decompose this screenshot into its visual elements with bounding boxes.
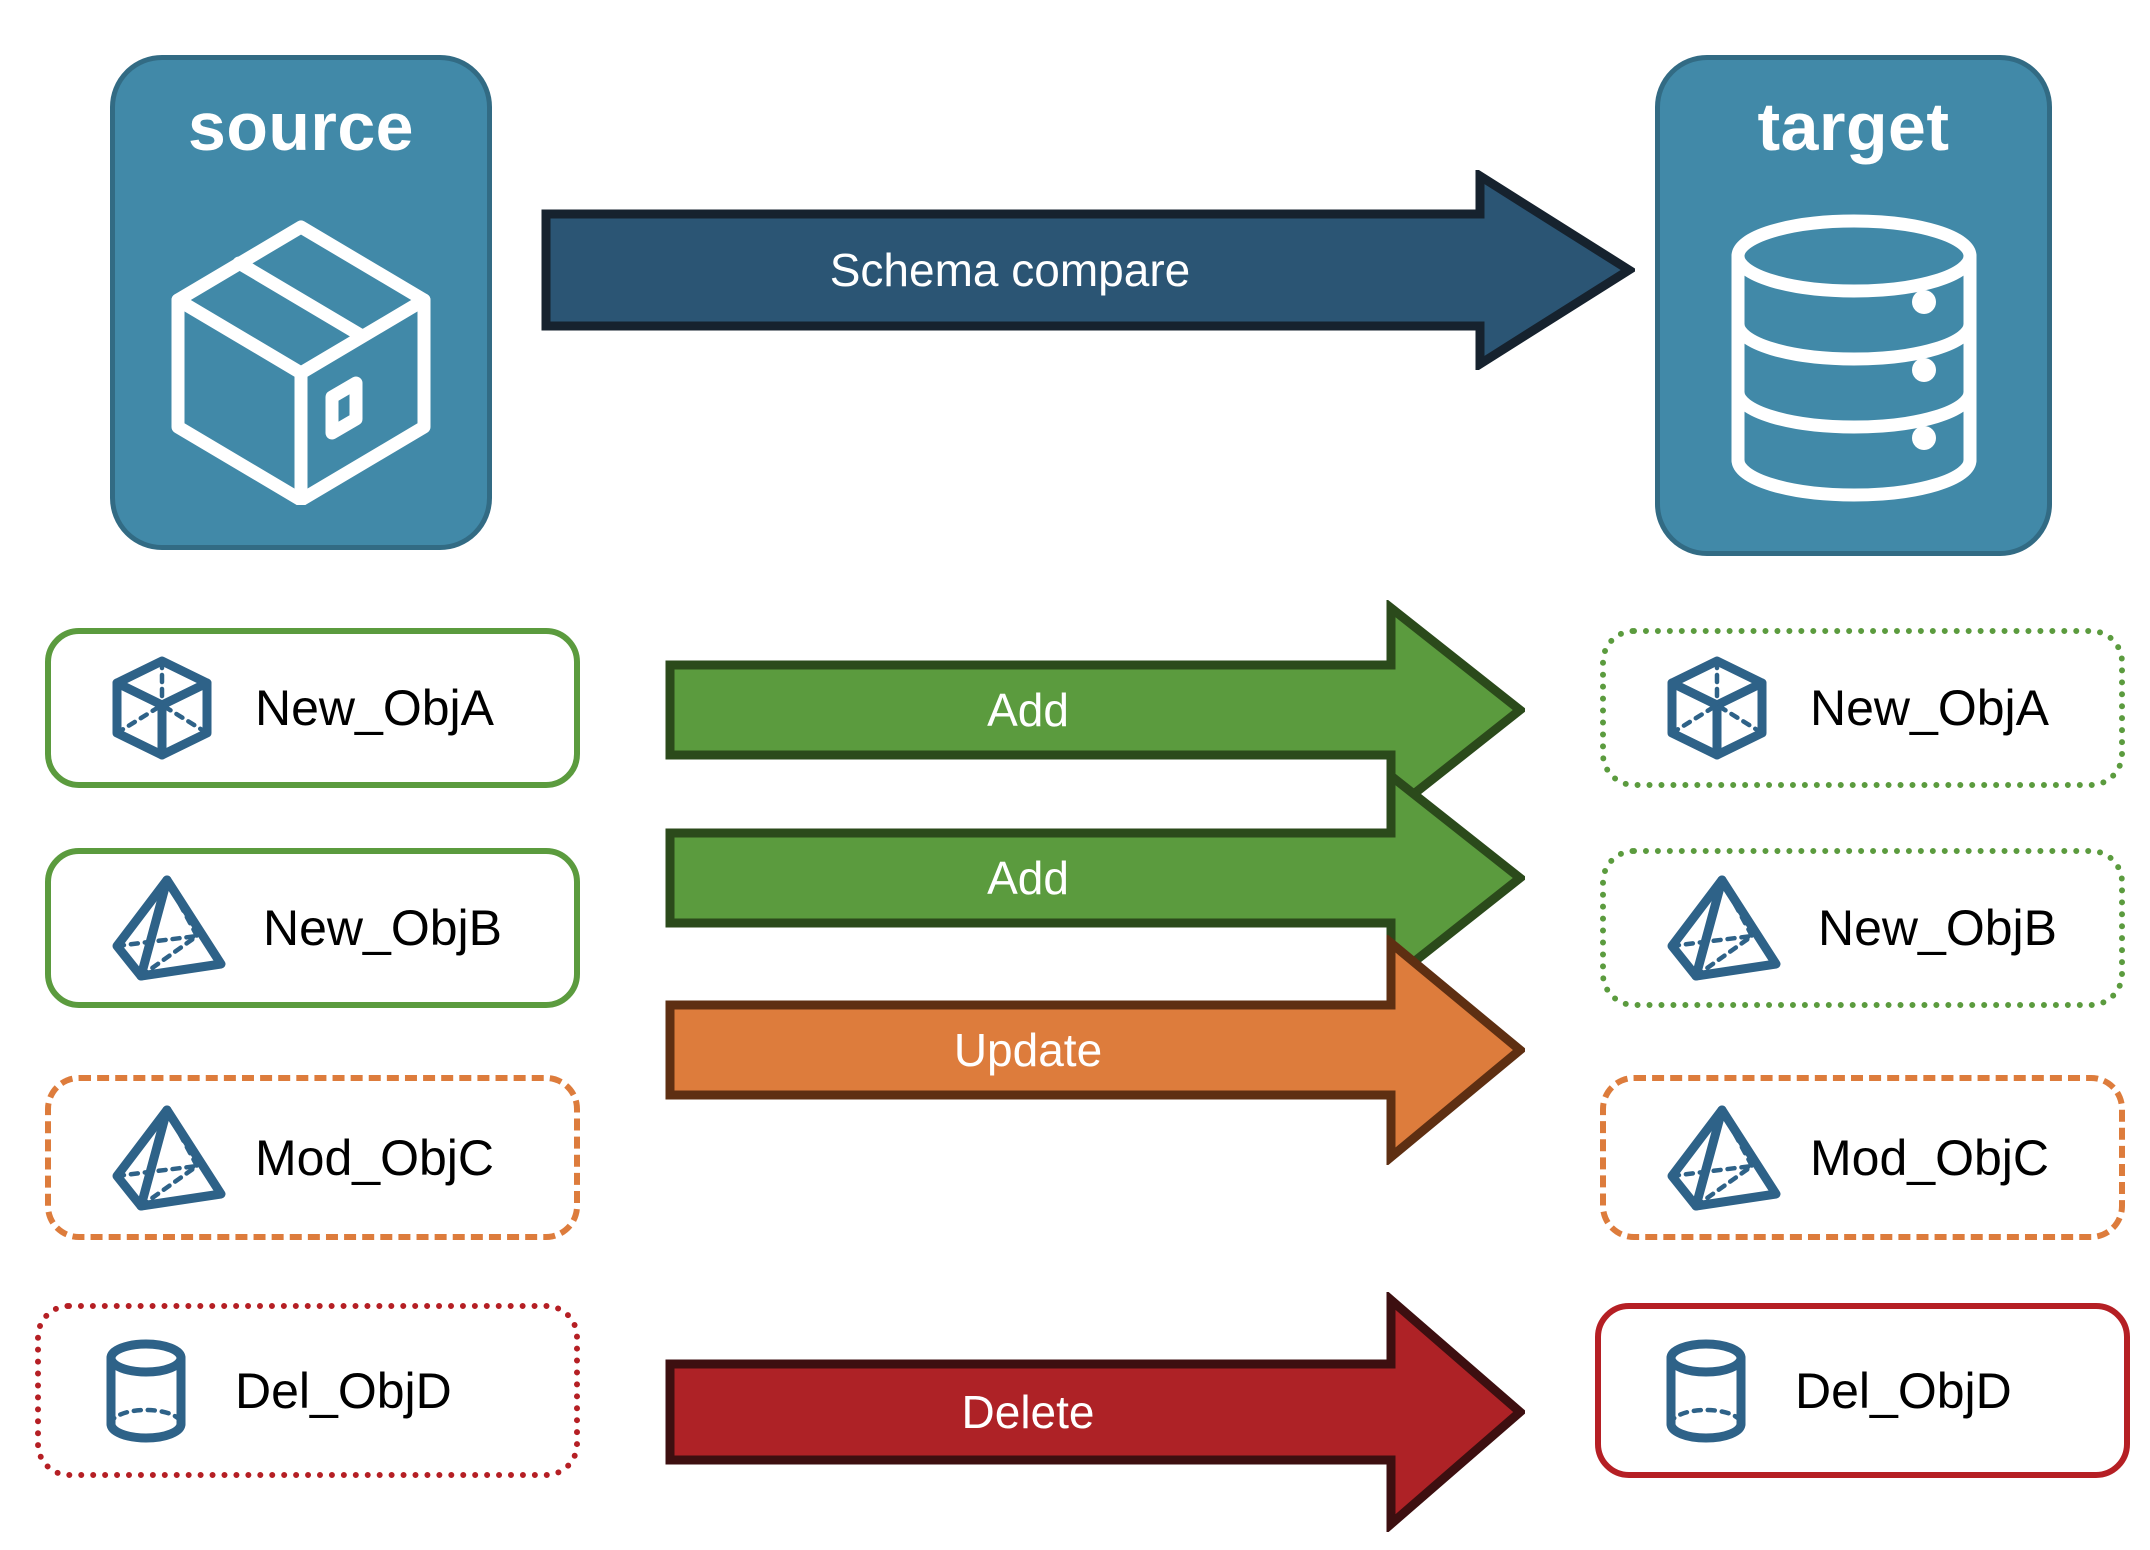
target-object-box[interactable]: Mod_ObjC	[1600, 1075, 2125, 1240]
source-object-box[interactable]: New_ObjA	[45, 628, 580, 788]
add-action-label: Add	[987, 852, 1069, 904]
schema-compare-label: Schema compare	[829, 244, 1191, 296]
target-object-label: Del_ObjD	[1795, 1362, 2012, 1419]
database-cylinder-icon	[1660, 165, 2047, 551]
wireframe-cylinder-icon	[1663, 1336, 1749, 1446]
source-object-label: New_ObjA	[255, 680, 494, 736]
source-object-box[interactable]: New_ObjB	[45, 848, 580, 1008]
target-panel[interactable]: target	[1655, 55, 2052, 556]
target-object-box[interactable]: Del_ObjD	[1595, 1303, 2130, 1478]
source-object-label: Del_ObjD	[235, 1362, 452, 1419]
source-panel[interactable]: source	[110, 55, 492, 550]
wireframe-pyramid-icon	[1664, 1102, 1784, 1214]
target-object-label: Mod_ObjC	[1810, 1129, 2049, 1186]
delete-action-arrow[interactable]: Delete	[665, 1290, 1527, 1534]
update-action-label: Update	[953, 1024, 1103, 1076]
add-action-arrow[interactable]: Add	[665, 598, 1528, 822]
wireframe-cube-icon	[109, 653, 215, 763]
wireframe-cube-icon	[1664, 653, 1770, 763]
update-action-arrow[interactable]: Update	[665, 933, 1528, 1167]
delete-action-label: Delete	[961, 1386, 1095, 1438]
target-object-box[interactable]: New_ObjB	[1600, 848, 2125, 1008]
target-object-label: New_ObjB	[1818, 900, 2057, 956]
source-object-box[interactable]: Mod_ObjC	[45, 1075, 580, 1240]
source-object-box[interactable]: Del_ObjD	[35, 1303, 580, 1478]
target-object-box[interactable]: New_ObjA	[1600, 628, 2125, 788]
target-panel-title: target	[1757, 89, 1950, 165]
add-action-label: Add	[987, 684, 1069, 736]
wireframe-cylinder-icon	[103, 1336, 189, 1446]
source-object-label: New_ObjB	[263, 900, 502, 956]
source-object-label: Mod_ObjC	[255, 1129, 494, 1186]
add-action-arrow[interactable]: Add	[665, 766, 1528, 990]
schema-compare-arrow[interactable]: Schema compare	[540, 167, 1638, 373]
wireframe-pyramid-icon	[109, 1102, 229, 1214]
package-box-icon	[115, 165, 487, 545]
source-panel-title: source	[188, 89, 414, 165]
wireframe-pyramid-icon	[1664, 872, 1784, 984]
wireframe-pyramid-icon	[109, 872, 229, 984]
target-object-label: New_ObjA	[1810, 680, 2049, 736]
